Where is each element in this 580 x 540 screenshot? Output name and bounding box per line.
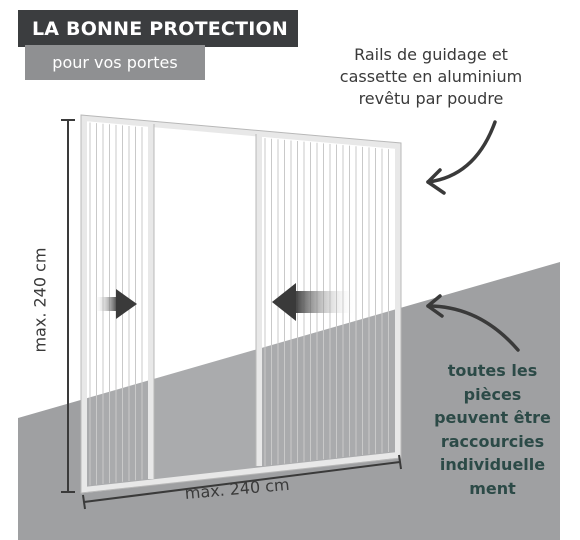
parts-annotation-line: ment: [469, 478, 516, 498]
door-frame-outline: [80, 114, 402, 494]
door-frame: [81, 114, 401, 494]
curved-arrow-icon: [426, 120, 497, 195]
door-screen: [80, 114, 402, 494]
arrow-left-icon: [272, 283, 356, 321]
curved-arrow-icon: [426, 294, 520, 352]
width-dimension: [82, 454, 402, 510]
rails-annotation-line: revêtu par poudre: [358, 89, 504, 108]
parts-annotation: toutes les pièces peuvent être raccourci…: [420, 359, 565, 500]
parts-annotation-line: toutes les: [447, 361, 538, 380]
rails-annotation: Rails de guidage et cassette en aluminiu…: [316, 44, 546, 110]
parts-annotation-line: peuvent être: [434, 408, 551, 427]
page-title: LA BONNE PROTECTION: [18, 10, 298, 47]
parts-annotation-line: pièces: [463, 384, 522, 404]
arrow-right-icon: [94, 289, 137, 319]
rails-annotation-line: Rails de guidage et: [354, 45, 508, 64]
parts-annotation-line: raccourcies: [440, 431, 545, 451]
page-subtitle: pour vos portes: [25, 45, 205, 80]
height-label: max. 240 cm: [30, 247, 50, 353]
rails-annotation-line: cassette en aluminium: [339, 67, 523, 86]
height-dimension: [61, 119, 75, 493]
parts-annotation-line: individuelle: [439, 455, 546, 474]
door-fill: [84, 118, 398, 490]
